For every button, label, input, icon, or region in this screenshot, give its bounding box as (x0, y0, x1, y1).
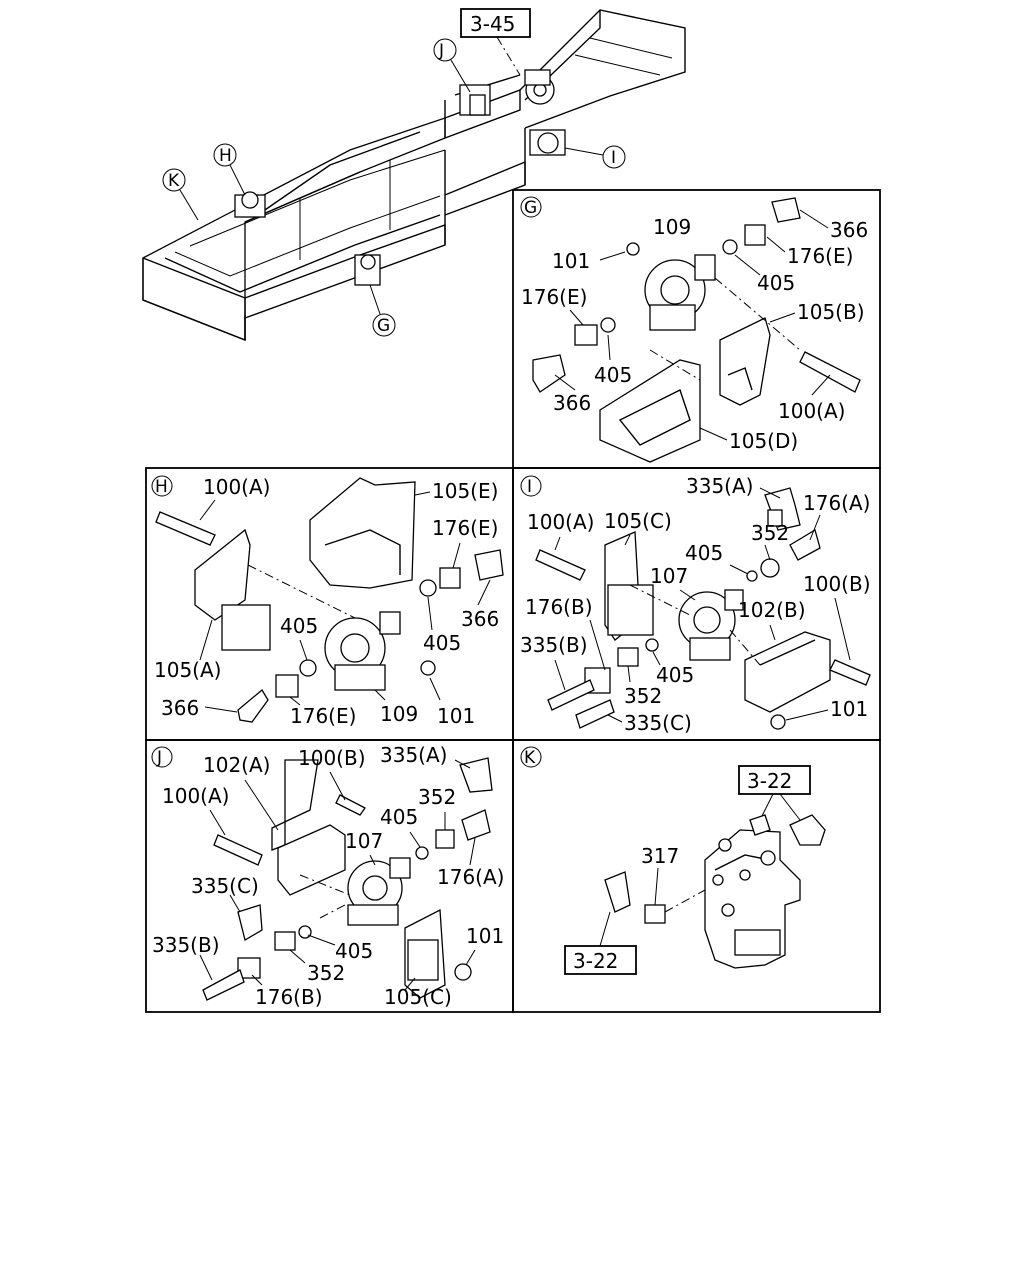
panel-frames (145, 189, 881, 1013)
overview-callout-j: J (433, 38, 471, 93)
ref-3-22-bottom-label: 3-22 (573, 949, 618, 973)
svg-text:335(A): 335(A) (686, 474, 753, 498)
svg-text:176(B): 176(B) (255, 985, 323, 1009)
overview-callout-g: G (369, 284, 396, 337)
svg-text:101: 101 (830, 697, 868, 721)
svg-text:176(B): 176(B) (525, 595, 593, 619)
svg-text:105(C): 105(C) (604, 509, 672, 533)
svg-text:105(E): 105(E) (432, 479, 498, 503)
svg-text:352: 352 (751, 521, 789, 545)
svg-text:176(E): 176(E) (432, 516, 498, 540)
svg-text:335(B): 335(B) (152, 933, 220, 957)
svg-text:176(A): 176(A) (437, 865, 504, 889)
svg-text:405: 405 (335, 939, 373, 963)
svg-text:176(E): 176(E) (787, 244, 853, 268)
svg-text:105(C): 105(C) (384, 985, 452, 1009)
overview-callout-h: H (213, 143, 246, 196)
svg-text:105(A): 105(A) (154, 658, 221, 682)
svg-text:335(B): 335(B) (520, 633, 588, 657)
overview-valve-g (354, 254, 381, 286)
svg-text:101: 101 (466, 924, 504, 948)
svg-text:K: K (168, 171, 180, 191)
svg-text:352: 352 (624, 684, 662, 708)
svg-text:102(A): 102(A) (203, 753, 270, 777)
svg-text:109: 109 (380, 702, 418, 726)
panel-k: K 3-22 3-22 317 (520, 746, 826, 975)
svg-text:335(C): 335(C) (624, 711, 692, 735)
svg-text:335(C): 335(C) (191, 874, 259, 898)
panel-g-tag: G (524, 198, 537, 218)
overview-valve-j (459, 69, 555, 116)
overview-valve-h (234, 191, 266, 218)
svg-text:405: 405 (685, 541, 723, 565)
svg-text:405: 405 (594, 363, 632, 387)
svg-text:109: 109 (653, 215, 691, 239)
overview-callout-i: I (564, 145, 626, 169)
svg-text:100(A): 100(A) (778, 399, 845, 423)
overview-valve-i (529, 129, 566, 156)
overview-callout-k: K (162, 168, 199, 221)
svg-text:366: 366 (830, 218, 868, 242)
panel-h: H 100(A) 105(E) 176(E) 405 405 366 (151, 475, 504, 728)
svg-text:105(B): 105(B) (797, 300, 865, 324)
ref-box-3-45: 3-45 (460, 8, 531, 76)
svg-text:335(A): 335(A) (380, 743, 447, 767)
svg-text:H: H (219, 146, 232, 166)
svg-text:405: 405 (280, 614, 318, 638)
ref-3-22-top-label: 3-22 (747, 769, 792, 793)
svg-text:366: 366 (553, 391, 591, 415)
svg-text:405: 405 (423, 631, 461, 655)
svg-text:102(B): 102(B) (738, 598, 806, 622)
svg-text:107: 107 (345, 829, 383, 853)
svg-text:405: 405 (757, 271, 795, 295)
panel-i: I 335(A) 176(A) 100(A) 105( (520, 474, 871, 735)
svg-text:176(E): 176(E) (290, 704, 356, 728)
svg-text:100(B): 100(B) (803, 572, 871, 596)
ref-3-45-label: 3-45 (470, 12, 515, 36)
svg-text:405: 405 (656, 663, 694, 687)
svg-text:101: 101 (437, 704, 475, 728)
chassis-frame-overview (142, 9, 686, 342)
svg-text:366: 366 (161, 696, 199, 720)
panel-j-tag: J (156, 748, 162, 768)
svg-text:I: I (611, 148, 616, 168)
svg-text:176(E): 176(E) (521, 285, 587, 309)
svg-text:100(A): 100(A) (527, 510, 594, 534)
svg-text:100(A): 100(A) (162, 784, 229, 808)
panel-g: G 109 366 101 176(E) 405 176(E) (520, 196, 868, 463)
svg-text:366: 366 (461, 607, 499, 631)
svg-text:105(D): 105(D) (729, 429, 798, 453)
svg-text:352: 352 (307, 961, 345, 985)
svg-text:100(B): 100(B) (298, 746, 366, 770)
svg-text:100(A): 100(A) (203, 475, 270, 499)
panel-k-tag: K (524, 748, 536, 768)
svg-text:101: 101 (552, 249, 590, 273)
panel-h-tag: H (155, 477, 168, 497)
svg-text:352: 352 (418, 785, 456, 809)
svg-text:J: J (438, 41, 444, 61)
panel-j: J 102(A) 100(B) 335(A) 100(A) (151, 743, 504, 1009)
svg-text:176(A): 176(A) (803, 491, 870, 515)
svg-text:G: G (377, 316, 390, 336)
panel-i-tag: I (527, 477, 532, 497)
svg-text:405: 405 (380, 805, 418, 829)
svg-text:107: 107 (650, 564, 688, 588)
svg-text:317: 317 (641, 844, 679, 868)
